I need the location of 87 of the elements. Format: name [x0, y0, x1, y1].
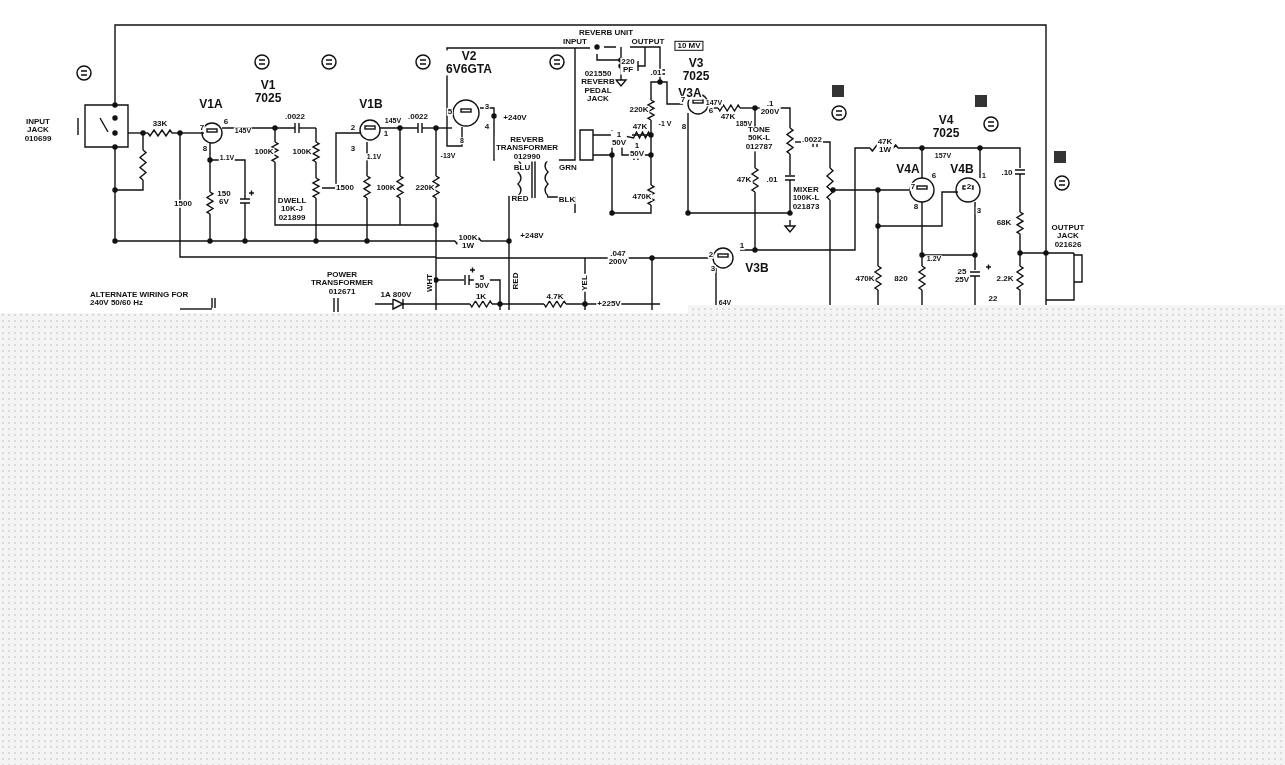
part-label: INPUT JACK 010699: [23, 118, 53, 144]
component-value: 220K: [414, 183, 436, 193]
wire-color-label: RED: [511, 271, 521, 291]
tube-label: V4B: [949, 162, 975, 176]
part-label: POWER TRANSFORMER 012671: [309, 271, 375, 297]
part-label: RED: [510, 194, 530, 204]
component-value: .0022: [407, 112, 429, 122]
component-value: 68K: [995, 218, 1013, 228]
wire-color-label: YEL: [580, 274, 590, 292]
component-value: 220K: [628, 105, 650, 115]
component-value: 100K: [253, 147, 275, 157]
pin-number: 2: [349, 123, 357, 133]
pin-number: 1: [382, 129, 390, 139]
part-label: MIXER 100K-L 021873: [791, 186, 821, 212]
component-value: 100K: [291, 147, 313, 157]
pin-number: 5: [446, 107, 454, 117]
part-label: REVERB UNIT: [577, 28, 635, 38]
component-value: 22: [987, 294, 999, 304]
component-value: 470K: [854, 274, 876, 284]
part-label: 021550 REVERB PEDAL JACK: [580, 70, 616, 104]
component-value: 1 50V: [628, 141, 646, 159]
component-value: .1 200V: [759, 99, 781, 117]
pin-number: 6: [707, 106, 715, 116]
component-value: 47K: [631, 122, 649, 132]
component-value: 1K: [474, 292, 488, 302]
component-value: 4.7K: [545, 292, 565, 302]
component-value: .01: [649, 68, 663, 78]
component-value: .0022: [284, 112, 306, 122]
component-value: .10: [1000, 168, 1014, 178]
component-value: 220 PF: [620, 57, 636, 75]
component-value: 100K: [375, 183, 397, 193]
pin-number: 2: [707, 250, 715, 260]
component-value: 1 50V: [610, 130, 628, 148]
voltage-reading: +225V: [596, 299, 622, 309]
part-label: OUTPUT: [630, 37, 666, 47]
tube-label: V3 7025: [681, 57, 711, 83]
component-value: 25 25V: [953, 267, 971, 285]
voltage-reading: +248V: [519, 231, 545, 241]
tube-label: V4A: [895, 162, 921, 176]
pin-number: 2: [965, 182, 973, 192]
component-value: 1A 800V: [379, 290, 413, 300]
pin-number: 6: [222, 117, 230, 127]
component-value: 1500: [335, 183, 355, 193]
component-value: 47K: [719, 112, 737, 122]
part-label: OUTPUT JACK 021626: [1050, 224, 1086, 250]
voltage-reading: +240V: [502, 113, 528, 123]
component-value: 33K: [151, 119, 169, 129]
pin-number: 6: [930, 171, 938, 181]
pin-number: 8: [912, 202, 920, 212]
tube-label: V2 6V6GTA: [445, 50, 493, 76]
pin-number: 3: [349, 144, 357, 154]
component-value: 820: [893, 274, 909, 284]
part-label: DWELL 10K-J 021899: [276, 197, 308, 223]
component-value: 2.2K: [995, 274, 1015, 284]
tube-label: V1B: [358, 97, 384, 111]
pin-number: 1: [738, 241, 746, 251]
pin-number: 8: [201, 144, 209, 154]
part-label: GRN: [558, 163, 578, 173]
component-value: 100K 1W: [457, 233, 479, 251]
part-label: REVERB TRANSFORMER 012990: [494, 136, 560, 162]
component-value: 470K: [631, 192, 653, 202]
component-value: 47K: [735, 175, 753, 185]
tube-label: V4 7025: [931, 114, 961, 140]
part-label: TONE 50K-L 012787: [744, 126, 774, 152]
pin-number: 7: [909, 182, 917, 192]
pin-number: 4: [483, 122, 491, 132]
component-value: 150 6V: [216, 189, 232, 207]
tube-label: V1A: [198, 97, 224, 111]
pin-number: 3: [483, 102, 491, 112]
signal-level-label: 10 MV: [674, 40, 704, 52]
pin-number: 7: [679, 95, 687, 105]
component-value: .047 200V: [607, 249, 629, 267]
component-value: 5 50V: [473, 273, 491, 291]
part-label: INPUT: [562, 37, 588, 47]
pin-number: 7: [198, 123, 206, 133]
tube-label: V1 7025: [253, 79, 283, 105]
wire-color-label: WHT: [425, 272, 435, 294]
component-value: 1500: [173, 199, 193, 209]
pin-number: 3: [975, 206, 983, 216]
component-value: .0022: [801, 135, 823, 145]
pin-number: 8: [680, 122, 688, 132]
component-value: 47K 1W: [876, 137, 894, 155]
part-label: BLK: [557, 195, 577, 205]
pin-number: 3: [709, 264, 717, 274]
component-value: .01: [765, 175, 779, 185]
tube-label: V3B: [744, 261, 770, 275]
part-label: BLU: [512, 163, 532, 173]
